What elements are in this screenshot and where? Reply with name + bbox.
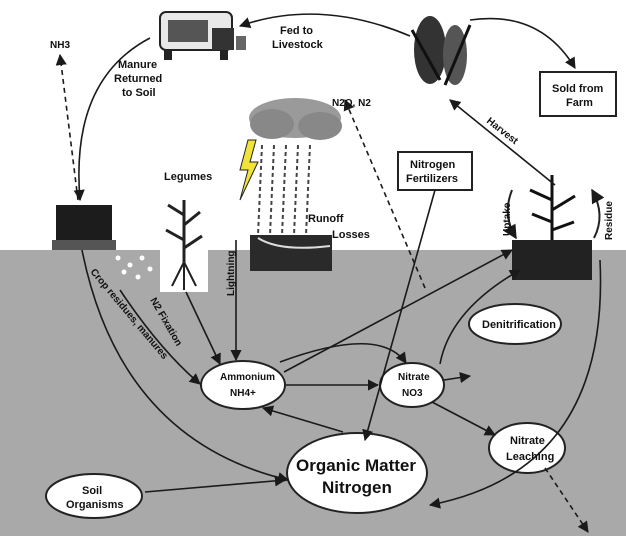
label-manure-3: to Soil (122, 87, 156, 99)
label-legumes: Legumes (164, 171, 212, 183)
label-denitrification: Denitrification (482, 319, 556, 331)
rain-cloud-icon (249, 98, 342, 236)
label-fed-2: Livestock (272, 39, 324, 51)
label-organic-matter-1: Organic Matter (296, 456, 416, 475)
label-residue: Residue (604, 201, 615, 240)
label-nitrate-2: NO3 (402, 388, 423, 399)
label-lightning: Lightning (226, 250, 237, 296)
label-manure-2: Returned (114, 73, 162, 85)
label-sold-1: Sold from (552, 83, 604, 95)
soil-organisms-pool (45, 473, 143, 519)
nitrate-pool (379, 362, 445, 408)
label-nfert-2: Fertilizers (406, 173, 458, 185)
label-fed-1: Fed to (280, 25, 313, 37)
nitrate-leaching-pool (488, 422, 566, 474)
label-manure-1: Manure (118, 59, 157, 71)
label-nh3: NH3 (50, 40, 70, 51)
label-organic-matter-2: Nitrogen (322, 478, 392, 497)
label-uptake: Uptake (502, 202, 513, 236)
nitrogen-fertilizers-box (397, 151, 473, 191)
label-sold-2: Farm (566, 97, 593, 109)
growing-crop-icon (503, 175, 605, 280)
lightning-icon (239, 139, 259, 201)
manure-pile-icon (52, 205, 116, 250)
harvested-corn-icon (410, 16, 472, 86)
label-nfert-1: Nitrogen (410, 159, 456, 171)
label-runoff-1: Runoff (308, 213, 344, 225)
ammonium-pool (200, 360, 286, 410)
label-soil-2: Organisms (66, 499, 123, 511)
label-runoff-2: Losses (332, 229, 370, 241)
label-ammonium-1: Ammonium (220, 372, 275, 383)
denitrification-pool (468, 303, 562, 345)
legume-plant-icon (160, 188, 208, 292)
sold-from-farm-box (539, 71, 617, 117)
label-leaching-1: Nitrate (510, 435, 545, 447)
label-nitrate-1: Nitrate (398, 372, 430, 383)
seed-dots (115, 255, 153, 280)
livestock-icon (159, 11, 246, 60)
label-soil-1: Soil (82, 485, 102, 497)
label-ammonium-2: NH4+ (230, 388, 256, 399)
flow-arrows (55, 13, 602, 533)
label-leaching-2: Leaching (506, 451, 554, 463)
label-n2o: N2O, N2 (332, 98, 371, 109)
